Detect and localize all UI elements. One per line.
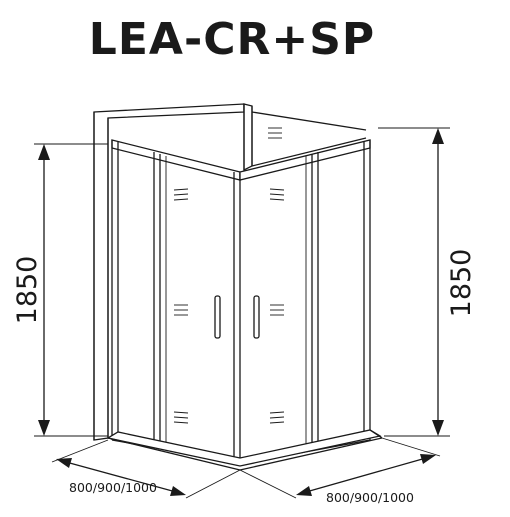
glass-reflection-marks [173,127,285,424]
right-width-dimension [239,437,441,499]
model-title: LEA-CR+SP [89,14,375,65]
left-door-handle [214,295,221,339]
shower-tray [106,429,383,471]
left-width-label: 800/900/1000 [69,480,157,495]
right-wall-panel [243,103,367,172]
left-height-label: 1850 [12,256,43,325]
right-height-dimension [378,127,450,437]
left-height-dimension [34,143,108,437]
left-width-dimension [51,439,241,499]
left-door-panel [111,139,241,464]
right-door-handle [253,295,260,339]
right-height-label: 1850 [446,249,477,318]
right-width-label: 800/900/1000 [326,490,414,505]
